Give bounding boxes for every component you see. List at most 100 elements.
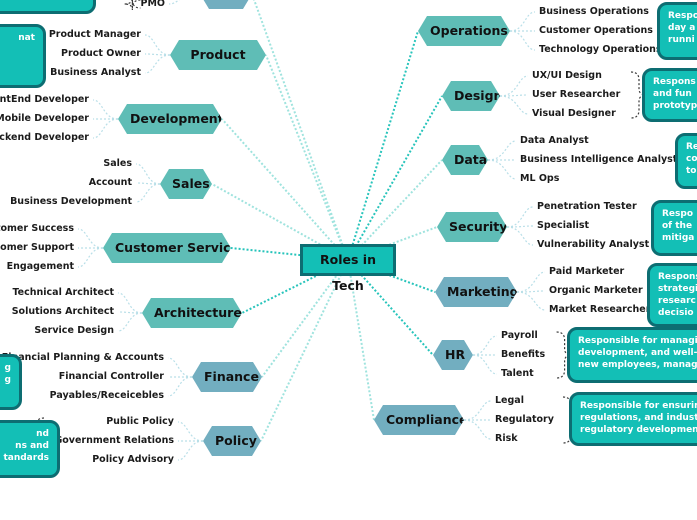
leaf-connector-marketing-1 (516, 290, 546, 293)
leaf-product-2[interactable]: Business Analyst (50, 67, 141, 78)
leaf-design-1[interactable]: User Researcher (532, 89, 621, 100)
connector-compliance (347, 259, 375, 421)
branch-pmo[interactable] (200, 0, 252, 9)
leaf-connector-compliance-0 (463, 400, 492, 421)
leaf-data-1[interactable]: Business Intelligence Analyst (520, 154, 678, 165)
leaf-sales-1[interactable]: Account (88, 177, 132, 188)
note-line: decisio (658, 308, 694, 318)
leaf-connector-development-2 (92, 118, 119, 139)
leaf-architecture-0[interactable]: Technical Architect (12, 287, 114, 298)
leaf-connector-pmo-0 (168, 0, 180, 5)
note-line: prototyp (653, 101, 697, 111)
leaf-policy-0[interactable]: Public Policy (106, 416, 174, 427)
leaf-connector-architecture-1 (117, 311, 143, 314)
leaf-pmo-0[interactable]: PMO (140, 0, 166, 9)
leaf-data-0[interactable]: Data Analyst (520, 135, 589, 146)
leaf-connector-design-0 (499, 75, 529, 97)
leaf-marketing-0[interactable]: Paid Marketer (549, 266, 625, 277)
leaf-design-2[interactable]: Visual Designer (532, 108, 616, 119)
note-line: g (4, 375, 11, 385)
branch-development[interactable]: Development (118, 104, 222, 134)
leaf-data-2[interactable]: ML Ops (520, 173, 560, 184)
branch-finance[interactable]: Finance (192, 362, 262, 392)
leaf-customer-service-1[interactable]: Customer Support (0, 242, 74, 253)
leaf-finance-2[interactable]: Payables/Receicebles (49, 390, 164, 401)
leaf-policy-1[interactable]: Government Relations (54, 435, 174, 446)
leaf-marketing-1[interactable]: Organic Marketer (549, 285, 643, 296)
leaf-connector-design-2 (499, 95, 529, 115)
leaf-connector-policy-2 (177, 440, 204, 461)
leaf-compliance-1[interactable]: Regulatory (495, 414, 554, 425)
leaf-connector-sales-2 (135, 183, 161, 203)
leaf-architecture-1[interactable]: Solutions Architect (11, 306, 114, 317)
leaf-sales-0[interactable]: Sales (103, 158, 132, 169)
note-line: researc (658, 296, 696, 306)
leaf-connector-finance-0 (167, 357, 193, 378)
branch-security[interactable]: Security (437, 212, 507, 242)
connector-data (347, 159, 443, 261)
leaf-security-2[interactable]: Vulnerability Analyst (537, 239, 650, 250)
note-line: Re (686, 142, 697, 152)
branch-compliance[interactable]: Compliance (374, 405, 464, 435)
leaf-security-1[interactable]: Specialist (537, 220, 590, 231)
branch-hr[interactable]: HR (433, 340, 473, 370)
leaf-finance-1[interactable]: Financial Controller (58, 371, 164, 382)
leaf-connector-marketing-2 (516, 291, 546, 311)
leaf-connector-data-2 (487, 159, 517, 180)
leaf-marketing-2[interactable]: Market Researcher (549, 304, 651, 315)
connector-finance (261, 259, 349, 378)
branch-sales[interactable]: Sales (160, 169, 212, 199)
leaf-connector-security-1 (506, 225, 534, 228)
branch-marketing[interactable]: Marketing (435, 277, 517, 307)
leaf-operations-1[interactable]: Customer Operations (539, 25, 653, 36)
note-line: Responsible for managing (578, 336, 697, 346)
leaf-design-0[interactable]: UX/UI Design (532, 70, 602, 81)
branch-operations[interactable]: Operations (418, 16, 510, 46)
leaf-operations-2[interactable]: Technology Operations (539, 44, 662, 55)
leaf-connector-sales-0 (135, 163, 161, 185)
leaf-sales-2[interactable]: Business Development (10, 196, 132, 207)
leaf-security-0[interactable]: Penetration Tester (537, 201, 637, 212)
leaf-product-1[interactable]: Product Owner (61, 48, 141, 59)
leaf-development-0[interactable]: FrontEnd Developer (0, 94, 89, 105)
central-topic[interactable]: Roles in Tech (300, 244, 396, 293)
leaf-hr-0[interactable]: Payroll (501, 330, 538, 341)
leaf-connector-operations-2 (509, 30, 536, 51)
leaf-architecture-2[interactable]: Service Design (34, 325, 114, 336)
branch-customer-service[interactable]: Customer Service (103, 233, 231, 263)
leaf-connector-product-0 (144, 34, 171, 56)
connector-product (265, 54, 349, 261)
leaf-connector-design-1 (499, 94, 529, 97)
note-line: Respo (668, 11, 697, 21)
leaf-development-1[interactable]: Mobile Developer (0, 113, 89, 124)
leaf-connector-customer-service-2 (77, 247, 104, 268)
branch-product[interactable]: Product (170, 40, 266, 70)
connector-operations (347, 30, 419, 261)
leaf-development-2[interactable]: Backend Developer (0, 132, 89, 143)
leaf-connector-architecture-2 (117, 312, 143, 332)
leaf-compliance-0[interactable]: Legal (495, 395, 524, 406)
branch-design[interactable]: Design (442, 81, 500, 111)
branch-data[interactable]: Data (442, 145, 488, 175)
branch-policy[interactable]: Policy (203, 426, 261, 456)
leaf-operations-0[interactable]: Business Operations (539, 6, 649, 17)
leaf-connector-data-0 (487, 140, 517, 161)
leaf-customer-service-2[interactable]: Engagement (6, 261, 74, 272)
branch-architecture[interactable]: Architecture (142, 298, 242, 328)
leaf-finance-0[interactable]: Financial Planning & Accounts (1, 352, 164, 363)
leaf-product-0[interactable]: Product Manager (48, 29, 141, 40)
note-line: mitiga (662, 233, 695, 243)
leaf-compliance-2[interactable]: Risk (495, 433, 518, 444)
leaf-connector-policy-0 (177, 421, 204, 442)
leaf-hr-2[interactable]: Talent (501, 368, 534, 379)
leaf-connector-sales-1 (135, 182, 161, 185)
leaf-hr-1[interactable]: Benefits (501, 349, 546, 360)
leaf-policy-2[interactable]: Policy Advisory (92, 454, 174, 465)
leaf-customer-service-0[interactable]: Customer Success (0, 223, 74, 234)
